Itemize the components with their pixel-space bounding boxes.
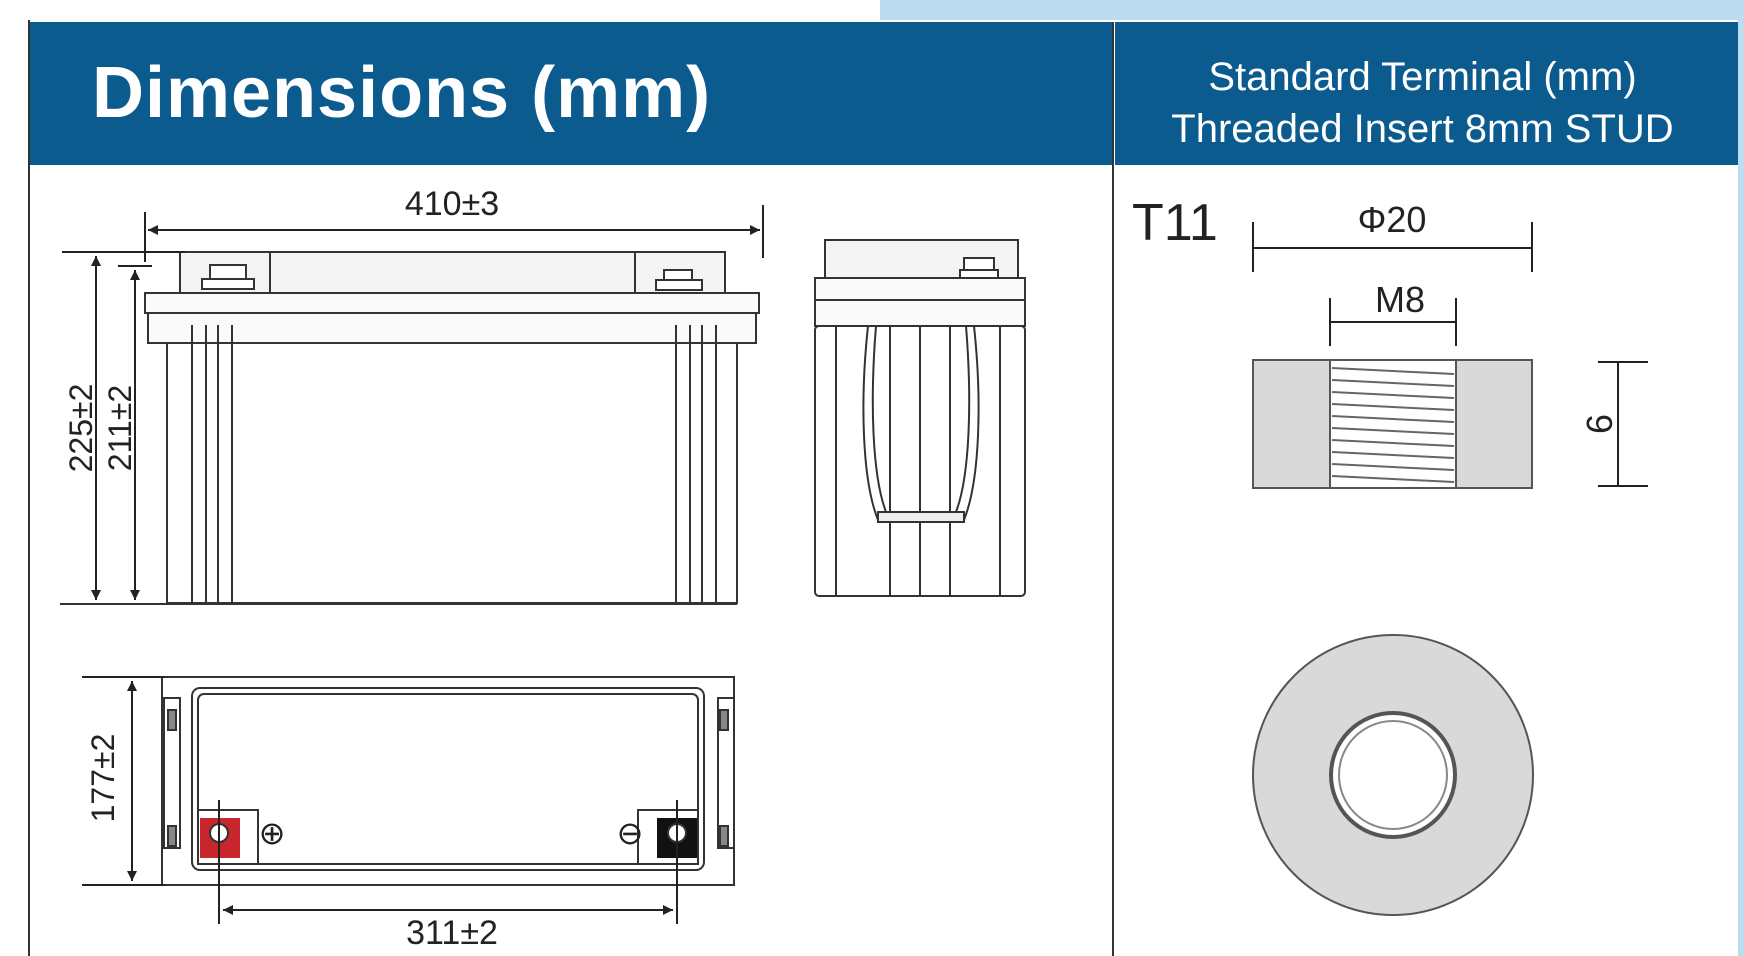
length-label: 410±3 xyxy=(405,185,499,223)
battery-side-view xyxy=(814,239,1026,597)
terminal-subtitle: Threaded Insert 8mm STUD xyxy=(1171,107,1674,151)
page-title: Dimensions (mm) xyxy=(92,53,712,133)
terminal-code: T11 xyxy=(1132,194,1218,252)
depth-dimension xyxy=(1598,361,1648,487)
top-accent-bar xyxy=(880,0,1744,20)
thread-dimension xyxy=(1329,298,1457,346)
container-height-label: 211±2 xyxy=(102,385,138,471)
terminal-title: Standard Terminal (mm) xyxy=(1208,55,1637,99)
header-terminal xyxy=(1115,22,1744,165)
insert-top-view xyxy=(1252,634,1534,916)
battery-top-view xyxy=(161,676,735,886)
right-accent-bar xyxy=(1738,20,1744,956)
outer-diameter-label: Φ20 xyxy=(1358,199,1427,240)
terminal-spacing-dimension xyxy=(218,800,678,924)
total-height-label: 225±2 xyxy=(63,384,99,473)
height-dimensions xyxy=(62,251,185,600)
positive-symbol: ⊕ xyxy=(259,815,286,851)
outer-diameter-dimension xyxy=(1252,222,1533,272)
diagram-frame xyxy=(28,20,1744,956)
terminal-spacing-label: 311±2 xyxy=(406,914,498,952)
width-label: 177±2 xyxy=(85,734,121,823)
negative-symbol: ⊖ xyxy=(617,815,644,851)
panel-divider xyxy=(1112,22,1114,956)
width-dimension xyxy=(82,676,165,886)
battery-front-view xyxy=(60,251,760,605)
header-dimensions xyxy=(30,22,1112,165)
length-dimension xyxy=(144,205,764,262)
thread-label: M8 xyxy=(1375,279,1425,320)
insert-section-view xyxy=(1252,359,1533,489)
depth-label: 6 xyxy=(1579,414,1620,434)
